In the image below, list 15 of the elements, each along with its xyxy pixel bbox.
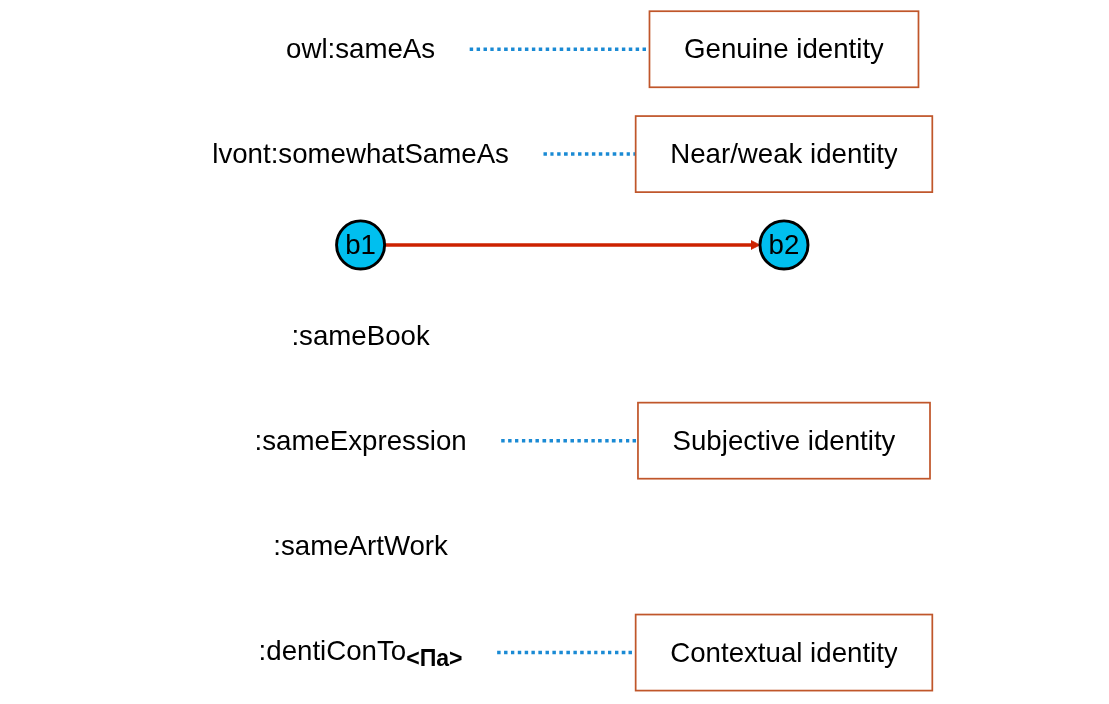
- node-box: Near/weak identity: [634, 115, 933, 193]
- node-text: :dentiConTo$_{<Πa>}$: [258, 634, 463, 671]
- node-text: :sameExpression: [254, 424, 467, 456]
- connector: [500, 438, 638, 443]
- node-box: Contextual identity: [634, 613, 933, 692]
- node-box: Genuine identity: [648, 10, 919, 89]
- node-text: :sameBook: [290, 319, 430, 351]
- node-circle: b1: [334, 219, 386, 271]
- node-text: lvont:somewhatSameAs: [211, 137, 509, 170]
- node-text: :sameArtWork: [272, 529, 448, 561]
- connector: [469, 47, 649, 51]
- node-circle: b2: [758, 219, 809, 271]
- node-box: Subjective identity: [636, 401, 931, 480]
- node-text: owl:sameAs: [285, 33, 435, 65]
- arrow: [384, 239, 760, 251]
